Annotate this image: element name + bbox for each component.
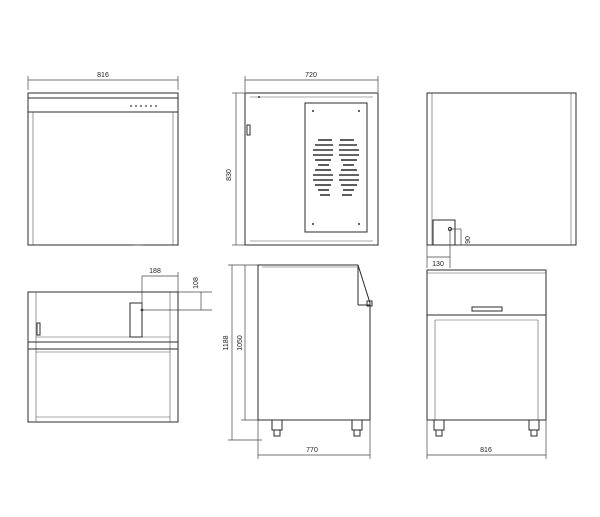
- dim-label-1050: 1050: [237, 335, 244, 351]
- dim-label-1188: 1188: [223, 335, 230, 350]
- plan-port-box: [129, 302, 143, 338]
- side-body-profile: [257, 264, 371, 421]
- dim-label-108: 108: [193, 277, 200, 289]
- side-handle: [246, 124, 251, 136]
- side-legs: [271, 419, 363, 437]
- dim-label-height-830: 830: [226, 169, 233, 181]
- view-bottom-front: 816: [426, 269, 547, 459]
- view-bottom-side: 1188 1050 770: [223, 264, 373, 459]
- view-bottom-plan: 188 108: [27, 268, 212, 423]
- front-top-unit: [426, 269, 547, 316]
- control-buttons: [130, 105, 157, 107]
- back-port: [432, 219, 456, 246]
- front-body: [27, 92, 179, 246]
- dim-label-90: 90: [465, 236, 472, 244]
- front-handle: [471, 306, 503, 312]
- dim-label-188: 188: [149, 268, 161, 275]
- side-body: [244, 92, 379, 246]
- view-top-side: 720 830: [226, 72, 379, 246]
- vent-panel: [304, 102, 368, 233]
- dim-label-770: 770: [306, 447, 318, 454]
- dim-label-width-816-bottom: 816: [480, 447, 492, 454]
- vent-grille: [313, 139, 359, 196]
- front-legs: [433, 419, 540, 437]
- plan-body: [27, 291, 179, 423]
- view-top-front: 816: [27, 72, 179, 246]
- dim-label-width-816: 816: [97, 72, 109, 79]
- side-handle-lower: [366, 300, 373, 307]
- view-top-back: 90 130: [426, 92, 577, 268]
- dim-label-130: 130: [432, 261, 444, 268]
- dim-label-width-720: 720: [305, 72, 317, 79]
- back-body: [426, 92, 577, 246]
